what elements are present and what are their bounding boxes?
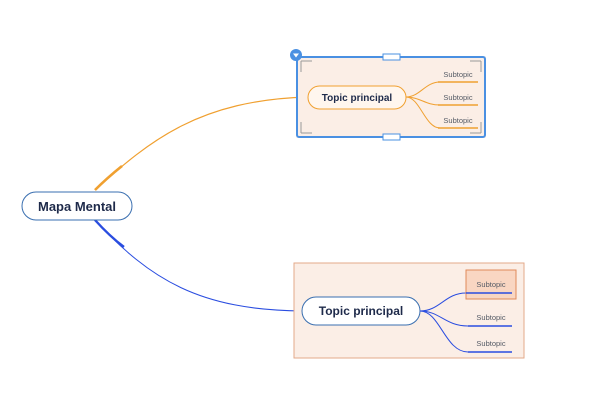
top-subtopic-connectors [405, 81, 441, 129]
chevron-down-icon[interactable] [290, 49, 302, 61]
topic-node-bottom[interactable]: Topic principal [301, 296, 421, 326]
subtopic-label[interactable]: Subtopic [443, 116, 472, 125]
corner-marker-tr [470, 60, 482, 72]
resize-handle-top[interactable] [382, 53, 401, 61]
root-connector-bottom-thick [94, 219, 125, 248]
root-connector-top-thick [94, 164, 123, 191]
topic-node-top[interactable]: Topic principal [307, 85, 407, 110]
subtopic-label[interactable]: Subtopic [443, 93, 472, 102]
bottom-subtopic-underlines [466, 292, 512, 353]
topic-label: Topic principal [322, 93, 393, 104]
root-label: Mapa Mental [38, 199, 116, 214]
subtopic-label[interactable]: Subtopic [476, 280, 505, 289]
top-subtopic-underlines [438, 81, 478, 129]
topic-label: Topic principal [319, 304, 403, 318]
bottom-subtopic-connectors [419, 292, 469, 353]
subtopic-label[interactable]: Subtopic [476, 339, 505, 348]
corner-marker-tl [300, 60, 312, 72]
corner-marker-bl [300, 122, 312, 134]
resize-handle-bottom[interactable] [382, 133, 401, 141]
root-node[interactable]: Mapa Mental [21, 191, 133, 221]
subtopic-label[interactable]: Subtopic [443, 70, 472, 79]
root-connector-top [94, 96, 309, 191]
root-connector-bottom [94, 219, 303, 312]
subtopic-label[interactable]: Subtopic [476, 313, 505, 322]
corner-marker-br [470, 122, 482, 134]
highlighted-subtopic-box[interactable] [465, 269, 517, 300]
